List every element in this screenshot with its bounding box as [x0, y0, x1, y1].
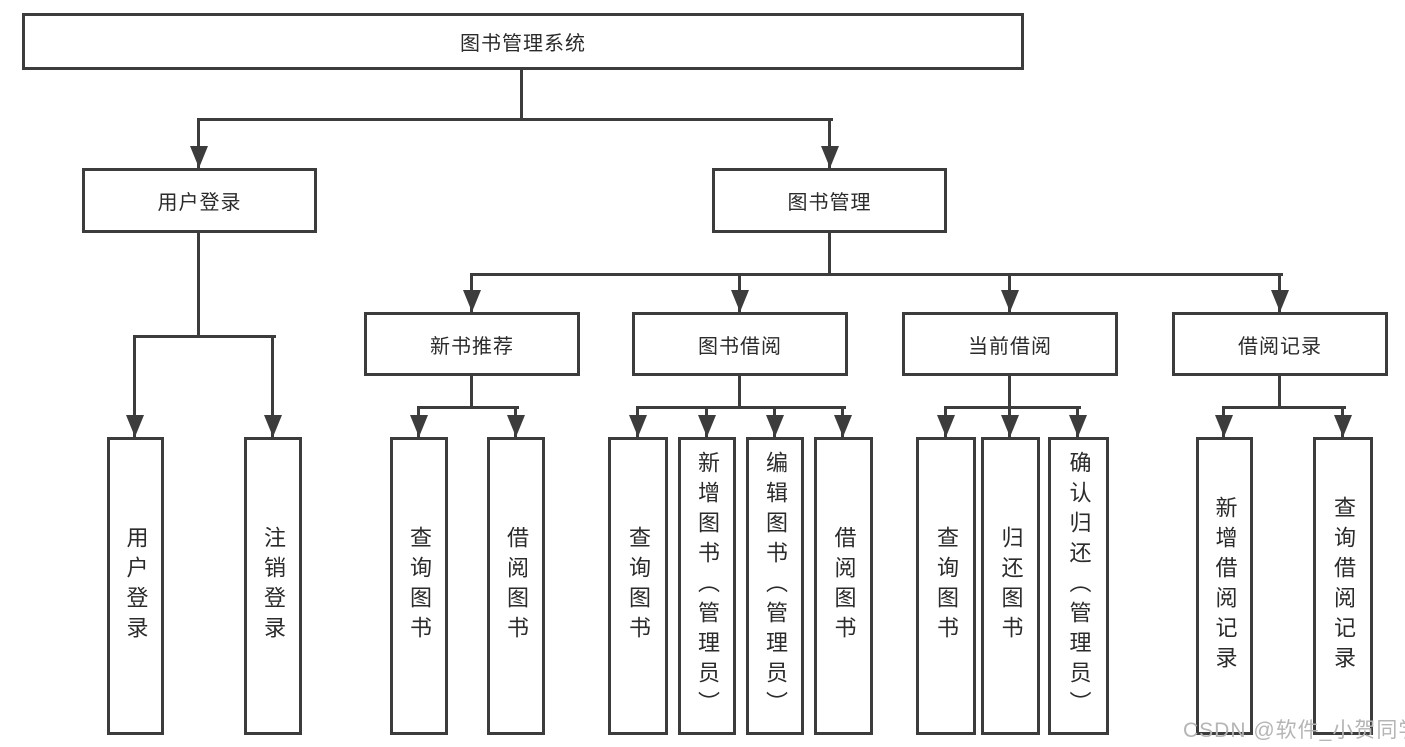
csdn-watermark: CSDN @软件_小贺同学: [1183, 719, 1405, 742]
leaf-edit-books-admin-label: 编辑图书（管理员）: [763, 451, 788, 721]
leaf-confirm-return-admin: 确认归还（管理员）: [1048, 437, 1109, 735]
node-current-borrow: 当前借阅: [902, 312, 1118, 376]
leaf-edit-books-admin: 编辑图书（管理员）: [746, 437, 804, 735]
connector-group1-bar: [133, 335, 276, 338]
leaf-logout-label: 注销登录: [261, 526, 286, 646]
arrowhead-leaf-query-books-recommend: [410, 415, 428, 437]
connector-drop-book-management: [828, 118, 831, 168]
arrowhead-leaf-query-borrow-record: [1334, 415, 1352, 437]
node-book-management: 图书管理: [712, 168, 947, 233]
arrowhead-book-borrow: [731, 290, 749, 312]
arrowhead-leaf-confirm-return: [1069, 415, 1087, 437]
arrowhead-leaf-query-books-borrow: [629, 415, 647, 437]
arrowhead-book-management: [821, 146, 839, 168]
node-new-book-recommend-label: 新书推荐: [430, 335, 514, 358]
arrowhead-leaf-add-books: [698, 415, 716, 437]
connector-group1-drop1: [133, 335, 136, 437]
arrowhead-borrow-records: [1271, 290, 1289, 312]
node-user-login-label: 用户登录: [157, 192, 242, 214]
leaf-query-books-recommend-label: 查询图书: [407, 526, 432, 646]
arrowhead-leaf-add-borrow-record: [1215, 415, 1233, 437]
node-root-label: 图书管理系统: [460, 33, 586, 55]
connector-group3-bar: [636, 406, 846, 409]
connector-group2-bar: [417, 406, 519, 409]
connector-root-stem: [520, 69, 523, 121]
arrowhead-leaf-query-books-current: [937, 415, 955, 437]
connector-new-book-stem: [470, 376, 473, 408]
leaf-return-books-label: 归还图书: [998, 526, 1024, 646]
leaf-borrow-books-recommend-label: 借阅图书: [504, 526, 529, 646]
connector-group4-bar: [944, 406, 1081, 409]
leaf-add-books-admin-label: 新增图书（管理员）: [695, 451, 720, 721]
node-borrow-records-label: 借阅记录: [1238, 335, 1322, 358]
connector-current-borrow-stem: [1008, 376, 1011, 408]
arrowhead-leaf-logout: [264, 415, 282, 437]
arrowhead-leaf-borrow-books: [834, 415, 852, 437]
leaf-user-login: 用户登录: [107, 437, 164, 735]
leaf-user-login-label: 用户登录: [123, 526, 149, 646]
leaf-query-borrow-record-label: 查询借阅记录: [1331, 496, 1356, 676]
leaf-query-books-recommend: 查询图书: [390, 437, 448, 735]
leaf-query-books-current-label: 查询图书: [934, 526, 959, 646]
leaf-confirm-return-admin-label: 确认归还（管理员）: [1066, 451, 1092, 721]
node-book-management-label: 图书管理: [787, 192, 872, 214]
node-borrow-records: 借阅记录: [1172, 312, 1388, 376]
leaf-query-borrow-record: 查询借阅记录: [1313, 437, 1373, 735]
arrowhead-leaf-return-books: [1001, 415, 1019, 437]
arrowhead-new-book: [463, 290, 481, 312]
arrowhead-current-borrow: [1001, 290, 1019, 312]
connector-user-login-stem: [197, 233, 200, 337]
arrowhead-user-login: [190, 146, 208, 168]
connector-book-management-stem: [828, 233, 831, 275]
leaf-borrow-books: 借阅图书: [814, 437, 873, 735]
node-root: 图书管理系统: [22, 13, 1024, 70]
node-current-borrow-label: 当前借阅: [968, 335, 1052, 358]
node-book-borrow: 图书借阅: [632, 312, 848, 376]
leaf-borrow-books-label: 借阅图书: [831, 526, 857, 646]
leaf-borrow-books-recommend: 借阅图书: [487, 437, 545, 735]
leaf-return-books: 归还图书: [981, 437, 1040, 735]
leaf-add-borrow-record-label: 新增借阅记录: [1212, 496, 1238, 676]
leaf-query-books-borrow: 查询图书: [608, 437, 668, 735]
arrowhead-leaf-borrow-books-recommend: [507, 415, 525, 437]
connector-group5-bar: [1222, 406, 1346, 409]
leaf-query-books-current: 查询图书: [916, 437, 976, 735]
leaf-add-books-admin: 新增图书（管理员）: [678, 437, 736, 735]
leaf-query-books-borrow-label: 查询图书: [626, 526, 651, 646]
node-user-login: 用户登录: [82, 168, 317, 233]
leaf-add-borrow-record: 新增借阅记录: [1196, 437, 1253, 735]
arrowhead-leaf-user-login: [126, 415, 144, 437]
connector-book-borrow-stem: [738, 376, 741, 408]
connector-level3-bar: [470, 273, 1283, 276]
connector-level2-bar: [197, 118, 833, 121]
node-book-borrow-label: 图书借阅: [698, 335, 782, 358]
connector-drop-user-login: [197, 118, 200, 168]
connector-borrow-records-stem: [1278, 376, 1281, 408]
connector-group1-drop2: [271, 335, 274, 437]
node-new-book-recommend: 新书推荐: [364, 312, 580, 376]
arrowhead-leaf-edit-books: [766, 415, 784, 437]
leaf-logout: 注销登录: [244, 437, 302, 735]
